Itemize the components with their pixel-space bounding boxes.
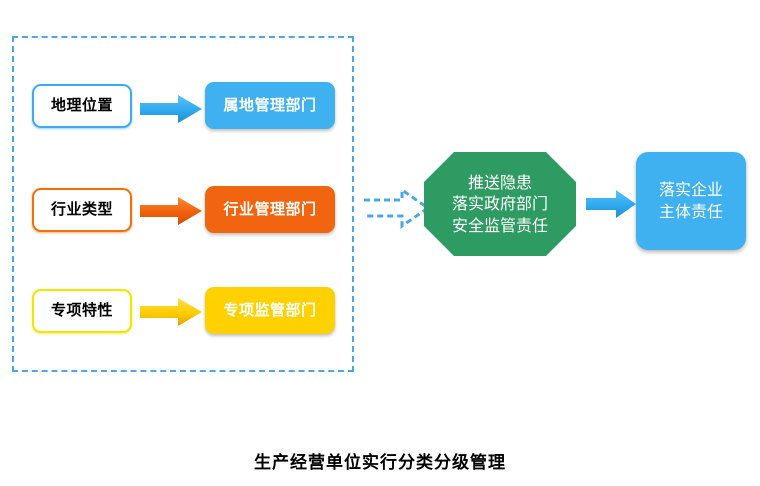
diagram-caption: 生产经营单位实行分类分级管理 <box>254 453 506 473</box>
arrow-special-to-special-dept <box>140 296 204 328</box>
department-box-territorial-management[interactable]: 属地管理部门 <box>205 82 335 129</box>
classification-criteria-group <box>12 36 354 372</box>
criteria-label: 专项特性 <box>50 301 113 320</box>
criteria-box-special-characteristics[interactable]: 专项特性 <box>32 289 132 333</box>
arrow-geographic-to-territorial <box>140 93 204 125</box>
department-label: 属地管理部门 <box>223 95 317 114</box>
criteria-label: 地理位置 <box>50 96 113 115</box>
outcome-label: 落实企业 主体责任 <box>658 179 723 221</box>
criteria-box-geographic-location[interactable]: 地理位置 <box>32 84 132 128</box>
department-label: 专项监管部门 <box>223 300 317 319</box>
dashed-block-arrow-connector <box>362 186 432 230</box>
department-box-industry-management[interactable]: 行业管理部门 <box>205 186 335 233</box>
octagon-label: 推送隐患 落实政府部门 安全监管责任 <box>451 172 548 235</box>
arrow-octagon-to-outcome <box>586 189 638 219</box>
department-box-special-supervision[interactable]: 专项监管部门 <box>205 287 335 334</box>
octagon-push-hazard-government-responsibility[interactable]: 推送隐患 落实政府部门 安全监管责任 <box>424 152 576 256</box>
outcome-box-enterprise-main-responsibility[interactable]: 落实企业 主体责任 <box>636 152 746 250</box>
criteria-box-industry-type[interactable]: 行业类型 <box>32 188 132 232</box>
criteria-label: 行业类型 <box>50 200 113 219</box>
department-label: 行业管理部门 <box>223 199 317 218</box>
arrow-industry-to-industry-dept <box>140 195 204 227</box>
